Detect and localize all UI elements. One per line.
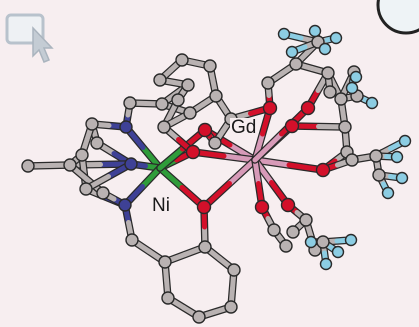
circle-button-icon[interactable] bbox=[375, 0, 419, 36]
carbon-atom bbox=[125, 233, 139, 247]
carbon-atom bbox=[96, 186, 110, 200]
oxygen-atom bbox=[185, 144, 201, 160]
oxygen-atom bbox=[280, 197, 296, 213]
carbon-atom bbox=[323, 85, 337, 99]
fluorine-atom bbox=[277, 27, 291, 41]
oxygen-atom bbox=[262, 100, 278, 116]
carbon-atom bbox=[299, 213, 313, 227]
carbon-atom bbox=[79, 182, 93, 196]
carbon-atom bbox=[261, 76, 275, 90]
bond bbox=[288, 122, 349, 131]
oxygen-atom bbox=[315, 162, 331, 178]
ni-atom-label: Ni bbox=[151, 195, 171, 216]
fluorine-atom bbox=[390, 150, 404, 164]
carbon-atom bbox=[75, 148, 89, 162]
carbon-atom bbox=[171, 93, 185, 107]
carbon-atom bbox=[372, 168, 386, 182]
carbon-atom bbox=[208, 136, 222, 150]
fluorine-atom bbox=[331, 245, 345, 259]
carbon-atom bbox=[198, 240, 212, 254]
carbon-atom bbox=[85, 117, 99, 131]
carbon-atom bbox=[279, 239, 293, 253]
fluorine-atom bbox=[345, 81, 359, 95]
nitrogen-atom bbox=[118, 198, 132, 212]
carbon-atom bbox=[227, 263, 241, 277]
carbon-atom bbox=[161, 291, 175, 305]
fluorine-atom bbox=[304, 235, 318, 249]
carbon-atom bbox=[90, 136, 104, 150]
carbon-atom bbox=[155, 97, 169, 111]
nitrogen-atom bbox=[119, 120, 133, 134]
oxygen-atom bbox=[300, 100, 316, 116]
fluorine-atom bbox=[381, 186, 395, 200]
carbon-atom bbox=[63, 158, 77, 172]
carbon-atom bbox=[203, 59, 217, 73]
carbon-atom bbox=[321, 66, 335, 80]
carbon-atom bbox=[224, 300, 238, 314]
fluorine-atom bbox=[344, 233, 358, 247]
fluorine-atom bbox=[285, 45, 299, 59]
carbon-atom bbox=[183, 106, 197, 120]
carbon-atom bbox=[289, 57, 303, 71]
carbon-atom bbox=[153, 73, 167, 87]
fluorine-atom bbox=[349, 70, 363, 84]
oxygen-atom bbox=[284, 118, 300, 134]
oxygen-atom bbox=[197, 122, 213, 138]
carbon-atom bbox=[181, 78, 195, 92]
fluorine-atom bbox=[329, 31, 343, 45]
gd-atom-label: Gd bbox=[230, 117, 258, 138]
fluorine-atom bbox=[319, 257, 333, 271]
carbon-atom bbox=[267, 223, 281, 237]
carbon-atom bbox=[157, 120, 171, 134]
carbon-atom bbox=[123, 96, 137, 110]
carbon-atom bbox=[345, 153, 359, 167]
bond bbox=[200, 156, 259, 211]
carbon-atom bbox=[158, 255, 172, 269]
atom-layer bbox=[21, 24, 412, 324]
oxygen-atom bbox=[196, 199, 212, 215]
carbon-atom bbox=[369, 149, 383, 163]
carbon-atom bbox=[192, 310, 206, 324]
carbon-atom bbox=[334, 92, 348, 106]
fluorine-atom bbox=[308, 24, 322, 38]
select-cursor-icon[interactable] bbox=[5, 12, 55, 66]
fluorine-atom bbox=[395, 171, 409, 185]
oxygen-atom bbox=[254, 199, 270, 215]
carbon-atom bbox=[21, 159, 35, 173]
carbon-atom bbox=[286, 225, 300, 239]
carbon-atom bbox=[316, 235, 330, 249]
nitrogen-atom bbox=[124, 157, 138, 171]
carbon-atom bbox=[338, 120, 352, 134]
carbon-atom bbox=[175, 53, 189, 67]
carbon-atom bbox=[209, 89, 223, 103]
fluorine-atom bbox=[365, 96, 379, 110]
fluorine-atom bbox=[318, 42, 332, 56]
fluorine-atom bbox=[398, 134, 412, 148]
